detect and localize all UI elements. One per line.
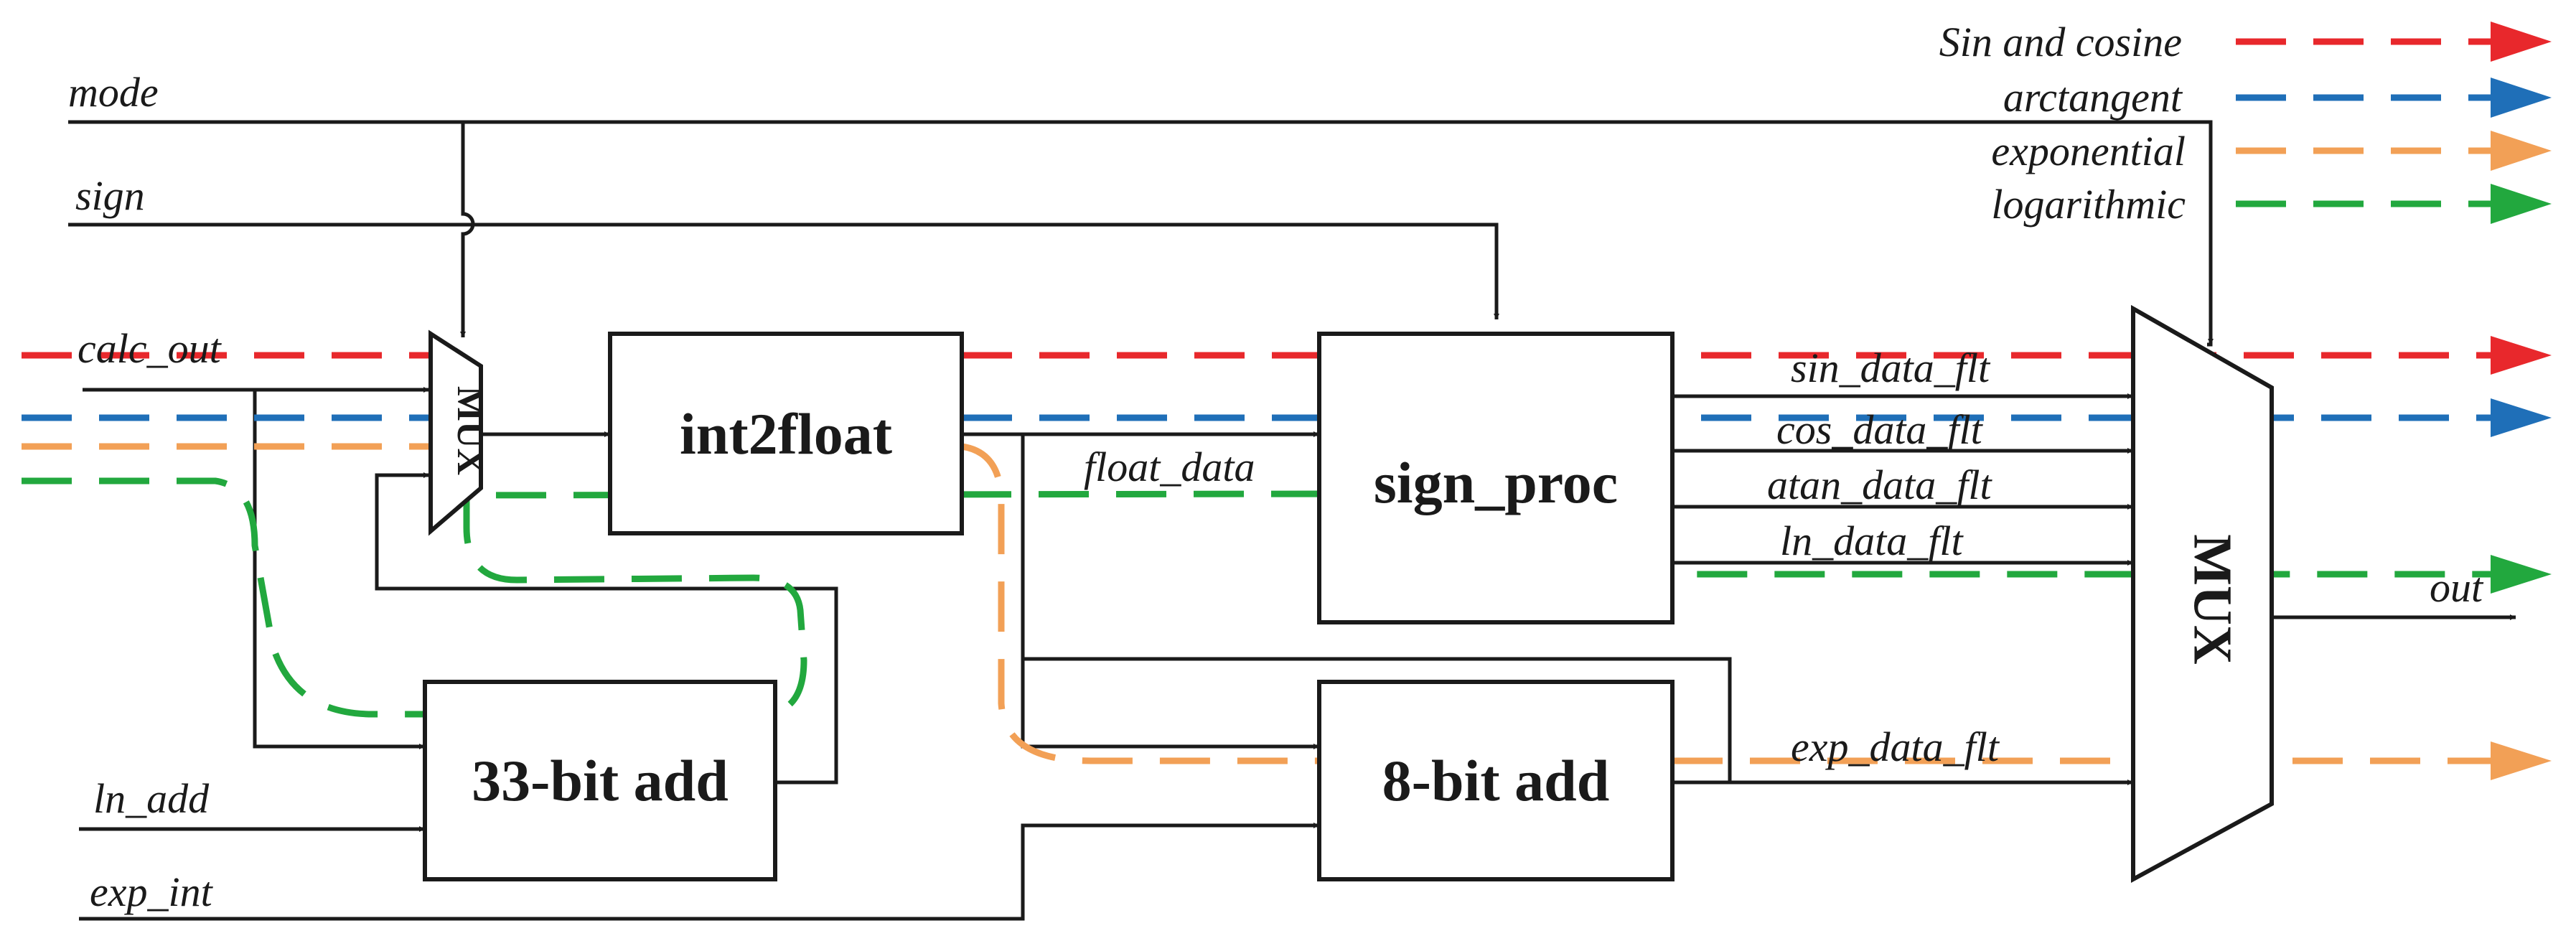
add8-block — [1317, 680, 1675, 881]
legend-arrow-sin-cos — [2491, 22, 2552, 62]
wiring — [68, 120, 2516, 921]
legend-arrow-exponential — [2491, 131, 2552, 171]
mode-label: mode — [68, 69, 159, 116]
sign-label: sign — [75, 172, 145, 219]
calc-out-to-33bit-wire — [253, 390, 425, 749]
add33-feedback-wire — [375, 472, 838, 785]
legend-label-sin-cos: Sin and cosine — [1939, 19, 2182, 65]
sign-proc-label: sign_proc — [1374, 450, 1618, 515]
ln-add-label: ln_add — [93, 775, 210, 822]
add8-label: 8-bit add — [1382, 748, 1610, 813]
out-label: out — [2430, 564, 2484, 611]
legend-label-exponential: exponential — [1991, 128, 2186, 174]
float-data-branch2-wire — [1023, 657, 1732, 782]
mode-wire-to-mux-in — [460, 122, 475, 337]
int2float-label: int2float — [680, 401, 892, 467]
atan-data-flt-label: atan_data_flt — [1767, 462, 1992, 508]
arctangent-arrowhead — [2491, 398, 2552, 437]
output-mux-label: MUX — [2183, 534, 2243, 665]
sign-wire — [68, 223, 1499, 319]
exp-data-flt-label: exp_data_flt — [1791, 724, 2000, 770]
cos-data-flt-label: cos_data_flt — [1776, 406, 1984, 453]
legend-label-logarithmic: logarithmic — [1991, 181, 2186, 228]
exponential-arrowhead — [2491, 741, 2552, 780]
legend: Sin and cosine arctangent exponential lo… — [1939, 19, 2552, 228]
legend-arrow-arctangent — [2491, 78, 2552, 118]
calc-out-label: calc_out — [78, 325, 223, 372]
input-mux-label: MUX — [449, 386, 490, 475]
exp-int-label: exp_int — [90, 869, 214, 915]
add33-block — [423, 680, 777, 881]
blocks: MUX int2float sign_proc 33-bit add 8-bit… — [423, 304, 2274, 884]
exp-int-wire — [79, 823, 1319, 921]
input-mux — [428, 329, 483, 536]
sin-data-flt-label: sin_data_flt — [1791, 345, 1991, 391]
sign-proc-block — [1317, 332, 1675, 624]
exponential-path-mid — [961, 443, 1319, 764]
labels: mode sign calc_out ln_add exp_int float_… — [68, 69, 2484, 915]
mode-wire — [68, 120, 2213, 347]
int2float-block — [608, 332, 964, 535]
float-data-label: float_data — [1084, 444, 1255, 490]
legend-label-arctangent: arctangent — [2003, 74, 2183, 121]
sin-cos-arrowhead — [2491, 336, 2552, 375]
output-mux — [2131, 304, 2274, 884]
legend-arrow-logarithmic — [2491, 184, 2552, 224]
logarithmic-path — [22, 477, 2491, 718]
ln-data-flt-label: ln_data_flt — [1780, 518, 1964, 564]
logarithmic-arrowhead — [2491, 555, 2552, 594]
add33-label: 33-bit add — [472, 748, 729, 813]
